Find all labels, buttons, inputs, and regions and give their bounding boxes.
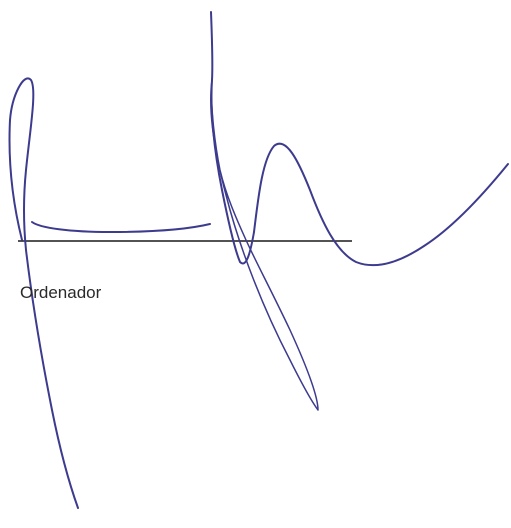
signature-role-label: Ordenador (20, 283, 102, 302)
signature-stroke-crossbar (31, 221, 211, 233)
signature-stroke-descender (25, 249, 79, 509)
signature-stroke-hump-tail (253, 142, 509, 267)
signature-stroke-center-down (210, 79, 319, 411)
signature-stroke-left-loop (8, 77, 35, 251)
signature-stroke-center-up (210, 11, 255, 265)
